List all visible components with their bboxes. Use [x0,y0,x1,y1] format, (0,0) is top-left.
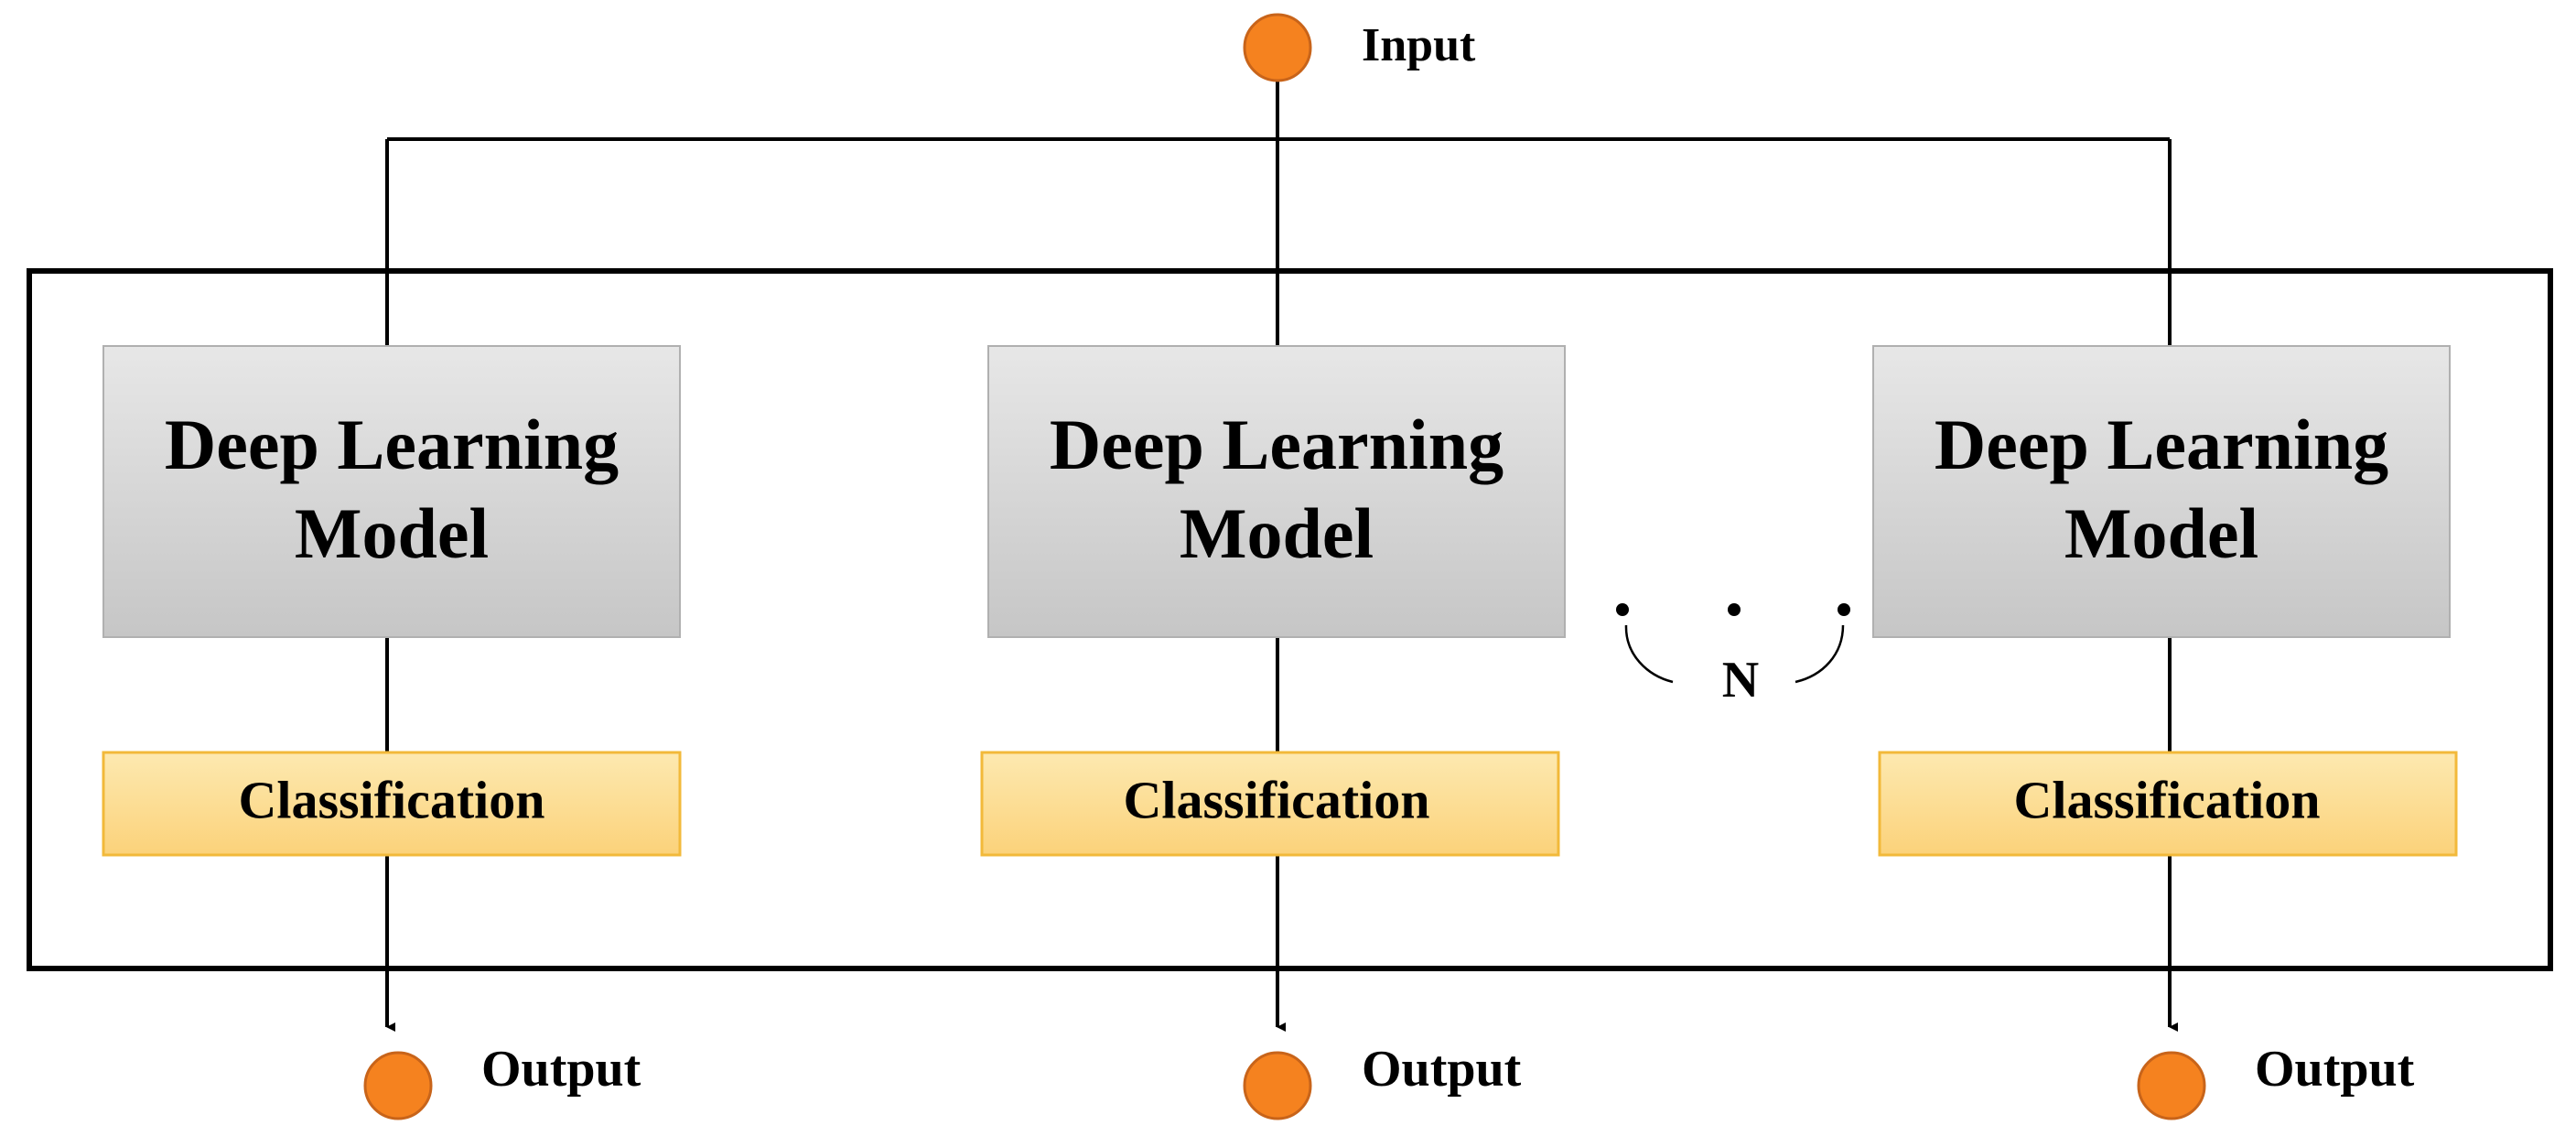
output-node [1243,1051,1312,1120]
brace-right-curve [1795,624,1845,684]
classification-label: Classification [238,770,544,829]
repeat-marker: N [1616,603,1850,709]
model-title-line2: Model [1180,493,1374,573]
ellipsis-dot [1838,603,1850,616]
deep-learning-model-box [1872,345,2451,638]
input-node [1243,13,1312,82]
ellipsis-dot [1616,603,1629,616]
ensemble-frame [27,268,2553,971]
model-title-line1: Deep Learning [165,405,619,484]
brace-left-curve [1624,624,1674,684]
output-label: Output [481,1041,641,1098]
output-node [2137,1051,2206,1120]
output-node [363,1051,433,1120]
deep-learning-model-box [102,345,681,638]
model-title-line2: Model [295,493,489,573]
classification-box [1878,751,2458,857]
ellipsis-dot [1728,603,1741,616]
model-title-line1: Deep Learning [1050,405,1504,484]
model-title-line1: Deep Learning [1935,405,2388,484]
deep-learning-model-box [987,345,1566,638]
model-title-line2: Model [2064,493,2258,573]
repeat-count-label: N [1722,652,1759,709]
model-column-3: Deep Learning Model Classification Outpu… [1872,345,2458,1120]
input-label: Input [1362,19,1476,71]
model-column-2: Deep Learning Model Classification Outpu… [980,345,1566,1120]
classification-label: Classification [2013,770,2320,829]
model-column-1: Deep Learning Model Classification Outpu… [102,345,682,1120]
output-label: Output [2255,1041,2415,1098]
classification-box [102,751,682,857]
output-label: Output [1362,1041,1522,1098]
classification-box [980,751,1560,857]
classification-label: Classification [1123,770,1429,829]
